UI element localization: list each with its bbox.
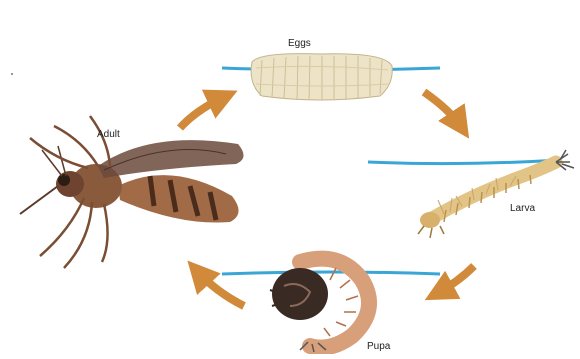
mosquito-icon (20, 116, 244, 268)
water-line-pupa (222, 272, 440, 274)
adult-label: Adult (97, 129, 120, 140)
egg-raft-icon (251, 54, 392, 100)
eggs-label: Eggs (288, 38, 311, 49)
stray-dot (11, 73, 13, 75)
water-line-larva (368, 160, 560, 164)
larva-label: Larva (510, 203, 535, 214)
pupa-label: Pupa (367, 341, 390, 352)
